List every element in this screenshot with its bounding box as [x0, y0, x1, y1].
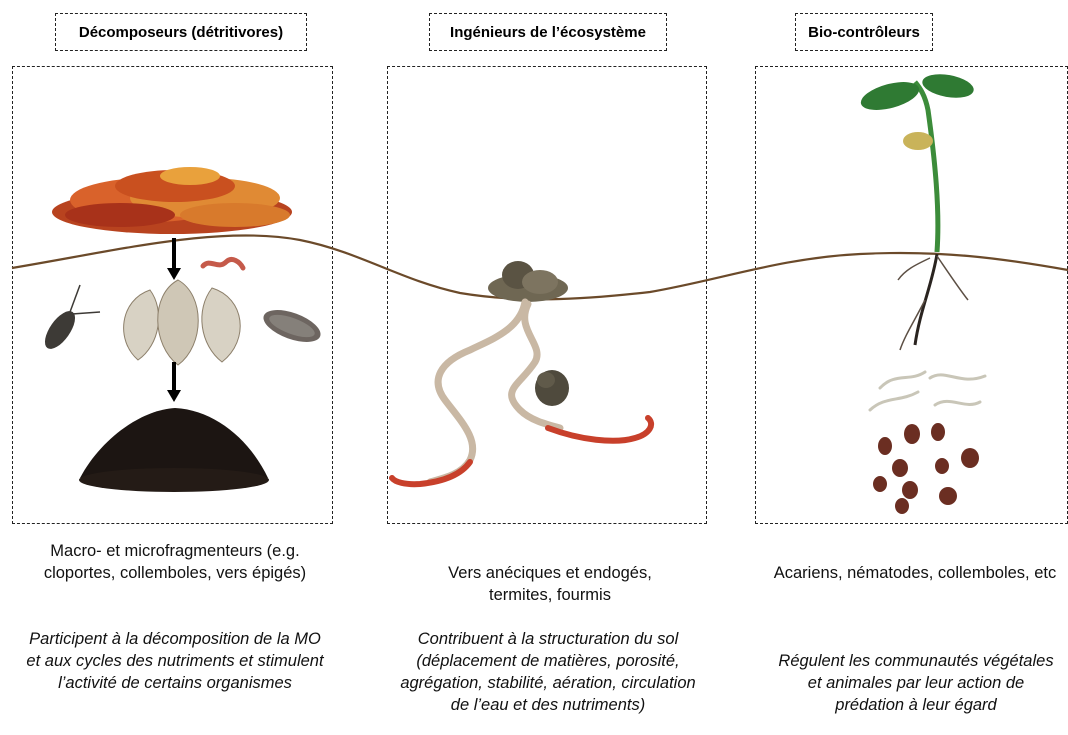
title-biocontrollers-text: Bio-contrôleurs [808, 23, 920, 41]
springtail-icon [44, 284, 101, 349]
organisms-engineers-text: Vers anéciques et endogés, termites, fou… [448, 564, 652, 604]
organisms-biocontrollers: Acariens, nématodes, collemboles, etc [765, 562, 1065, 584]
role-engineers-text: Contribuent à la structuration du sol (d… [400, 630, 696, 714]
anecic-worm-icon [389, 459, 473, 488]
surface-cast-icon [488, 261, 568, 302]
role-biocontrollers: Régulent les communautés végétales et an… [775, 650, 1057, 716]
title-engineers: Ingénieurs de l’écosystème [429, 13, 667, 51]
roots-icon [897, 253, 969, 351]
role-engineers: Contribuent à la structuration du sol (d… [397, 628, 699, 716]
organisms-decomposers-text: Macro- et microfragmenteurs (e.g. clopor… [43, 542, 307, 582]
role-biocontrollers-text: Régulent les communautés végétales et an… [778, 652, 1054, 714]
organisms-decomposers: Macro- et microfragmenteurs (e.g. clopor… [30, 540, 320, 584]
skeleton-leaves [123, 279, 241, 366]
organisms-biocontrollers-text: Acariens, nématodes, collemboles, etc [773, 564, 1057, 582]
arrow-down-top [167, 238, 181, 280]
leaf-litter-pile [52, 167, 292, 234]
organisms-engineers: Vers anéciques et endogés, termites, fou… [425, 562, 675, 606]
mites-icon [873, 423, 979, 514]
role-decomposers: Participent à la décomposition de la MO … [24, 628, 326, 694]
endogeic-worm-icon [545, 415, 655, 444]
panel-decomposers [12, 66, 333, 524]
role-decomposers-text: Participent à la décomposition de la MO … [26, 630, 324, 692]
title-biocontrollers: Bio-contrôleurs [795, 13, 933, 51]
title-engineers-text: Ingénieurs de l’écosystème [450, 23, 646, 41]
seedling-icon [860, 74, 974, 253]
soil-aggregate-icon [535, 370, 569, 406]
endogeic-burrow [508, 300, 564, 432]
title-decomposers: Décomposeurs (détritivores) [55, 13, 307, 51]
nematodes-icon [868, 370, 987, 412]
title-decomposers-text: Décomposeurs (détritivores) [78, 23, 284, 41]
panel-engineers [387, 66, 707, 524]
epigeic-worm-icon [200, 257, 246, 271]
arrow-down-bottom [167, 362, 181, 402]
woodlouse-icon [263, 310, 321, 342]
humus-soil-pile [79, 408, 269, 492]
